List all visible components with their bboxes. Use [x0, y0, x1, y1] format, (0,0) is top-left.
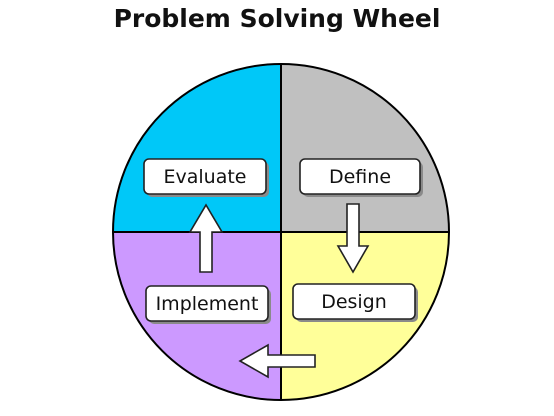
diagram-title: Problem Solving Wheel [113, 4, 441, 33]
step-define-label: Define [329, 166, 391, 188]
step-design-label: Design [321, 291, 387, 313]
arrow-define-to-design [336, 203, 370, 274]
step-design: Design [292, 283, 418, 322]
arrow-implement-to-evaluate [188, 203, 224, 273]
step-evaluate: Evaluate [143, 158, 269, 197]
quadrant-evaluate [113, 64, 281, 232]
wheel-outline [112, 63, 450, 401]
step-implement-label: Implement [156, 293, 259, 315]
step-define: Define [299, 158, 423, 197]
quadrant-define [281, 64, 449, 232]
step-implement: Implement [145, 285, 271, 324]
arrow-design-to-implement [238, 343, 316, 379]
step-evaluate-label: Evaluate [164, 166, 247, 188]
